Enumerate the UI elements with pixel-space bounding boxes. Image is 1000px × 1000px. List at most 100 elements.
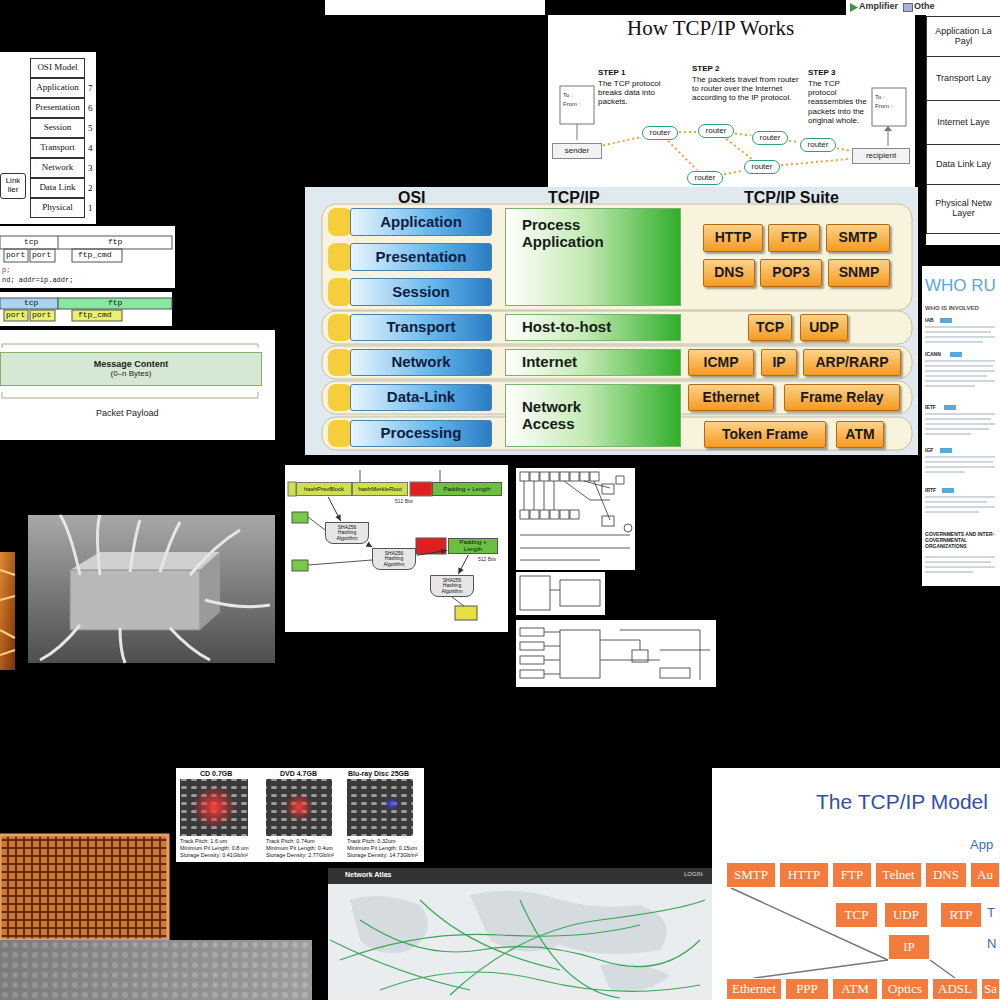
orange-fragment — [0, 570, 15, 655]
who-runs-tile — [925, 571, 973, 573]
router-oval: router — [800, 138, 836, 152]
who-runs-tile — [922, 266, 1000, 586]
payload-tile — [0, 330, 275, 440]
text-label: WHO RU — [925, 276, 996, 296]
node-text: SMTP — [734, 868, 768, 882]
payload-tile — [0, 330, 275, 440]
text-label: ftp — [108, 237, 122, 246]
hash-block: SHA256 Hashing Algorithm — [372, 548, 416, 570]
text-label: ftp_cmd — [78, 310, 112, 319]
computer-box: recipient — [852, 148, 910, 164]
osi-tcpip-tile — [328, 278, 352, 306]
router-oval: router — [687, 171, 723, 185]
protocol-box: POP3 — [760, 259, 822, 287]
sem-chip-photo — [160, 522, 180, 572]
who-runs-tile — [925, 375, 987, 377]
tcpip-layer-bar: Process Application — [505, 208, 681, 306]
who-runs-tile — [925, 423, 995, 425]
osi-layer-bar: Data-Link — [350, 384, 492, 411]
node-text: Data Link — [39, 183, 75, 193]
node-text: SNMP — [839, 265, 879, 280]
text-label: port — [32, 250, 51, 259]
circuit-tiles — [540, 472, 549, 481]
osi-model-tile — [0, 52, 96, 224]
chip-die-photo — [0, 835, 168, 940]
text-label: From : — [875, 103, 892, 110]
tcpip-works-tile — [560, 86, 594, 124]
node-text: ADSL — [938, 982, 972, 996]
legend-symbol — [850, 3, 858, 12]
protocol-box: ICMP — [688, 349, 754, 376]
node-text: Application — [380, 214, 462, 231]
circuit-tiles — [530, 510, 539, 519]
optical-disc-tile — [285, 793, 313, 821]
bitcoin-hash-tile — [452, 597, 464, 606]
protocol-box: UDP — [800, 314, 848, 341]
osi-tcpip-tile — [322, 311, 912, 344]
circuit-tiles — [544, 630, 710, 680]
layer-box: Application La Payl — [926, 16, 1000, 56]
circuit-tiles — [590, 472, 599, 481]
network-atlas-map — [380, 972, 700, 991]
circuit-tiles — [560, 630, 600, 678]
tcpip-model-tile — [712, 768, 1000, 1000]
text-label: Storage Density: 0.41Gb/in² — [180, 852, 248, 858]
circuit-tiles — [616, 476, 624, 484]
protocol-box: UDP — [884, 902, 928, 928]
osi-layer-bar: Presentation — [350, 243, 492, 271]
node-text: FTP — [841, 868, 863, 882]
node-text: Network Access — [522, 399, 637, 432]
node-text: Internet Laye — [937, 118, 990, 128]
who-runs-tile — [925, 496, 995, 498]
who-runs-tile — [925, 413, 995, 415]
circuit-tiles — [560, 510, 569, 519]
text-label: Storage Density: 14.73Gb/in² — [347, 852, 418, 858]
who-runs-tile — [925, 456, 995, 458]
node-text: Optics — [888, 982, 922, 996]
sem-chip-photo — [40, 625, 80, 660]
protocol-box: Optics — [881, 978, 929, 1000]
who-runs-tile — [925, 365, 993, 367]
node-text: Host-to-host — [522, 319, 611, 336]
protocol-box: TCP — [748, 314, 792, 341]
bitcoin-hash-tile — [292, 560, 308, 571]
sem-chip-photo — [28, 515, 275, 663]
node-text: router — [650, 129, 671, 138]
header-field: hashMerkleRoot — [352, 482, 408, 496]
network-atlas-map — [328, 868, 712, 884]
node-text: hashPrevBlock — [304, 486, 344, 493]
node-text: PPP — [796, 982, 818, 996]
osi-layer-box: Physical — [30, 198, 85, 218]
protocol-box: DNS — [703, 259, 755, 287]
circuit-tiles — [524, 481, 610, 520]
circuit-tiles — [516, 572, 605, 615]
protocol-box: DNS — [925, 862, 967, 888]
osi-layer-box: Transport — [30, 138, 85, 158]
text-label: DVD 4.7GB — [280, 770, 317, 778]
who-runs-tile — [925, 380, 995, 382]
circuit-tiles — [570, 510, 579, 519]
network-atlas-map — [520, 900, 620, 998]
network-atlas-map — [360, 920, 700, 967]
tile-strip — [325, 0, 545, 15]
sem-chip-photo — [28, 515, 275, 663]
who-runs-tile — [925, 360, 995, 362]
who-runs-tile — [925, 566, 995, 568]
connector — [668, 141, 697, 170]
text-label: Storage Density: 2.77Gb/in² — [266, 852, 334, 858]
layer-box: Internet Laye — [926, 100, 1000, 144]
circuit-tiles — [550, 590, 560, 591]
connector — [781, 159, 851, 165]
circuit-tiles — [516, 620, 716, 687]
text-label: tcp — [24, 237, 38, 246]
payload-tile — [2, 344, 258, 348]
text-label: TCP/IP Suite — [744, 189, 839, 207]
who-runs-tile — [940, 318, 962, 493]
protocol-box: Ethernet — [688, 384, 774, 411]
connector — [735, 134, 751, 136]
node-text: HTTP — [788, 868, 821, 882]
text-label: IRTF — [925, 488, 936, 494]
packet-table-tile — [0, 236, 172, 249]
node-text: Padding + Length — [443, 486, 490, 493]
connector — [417, 550, 447, 555]
